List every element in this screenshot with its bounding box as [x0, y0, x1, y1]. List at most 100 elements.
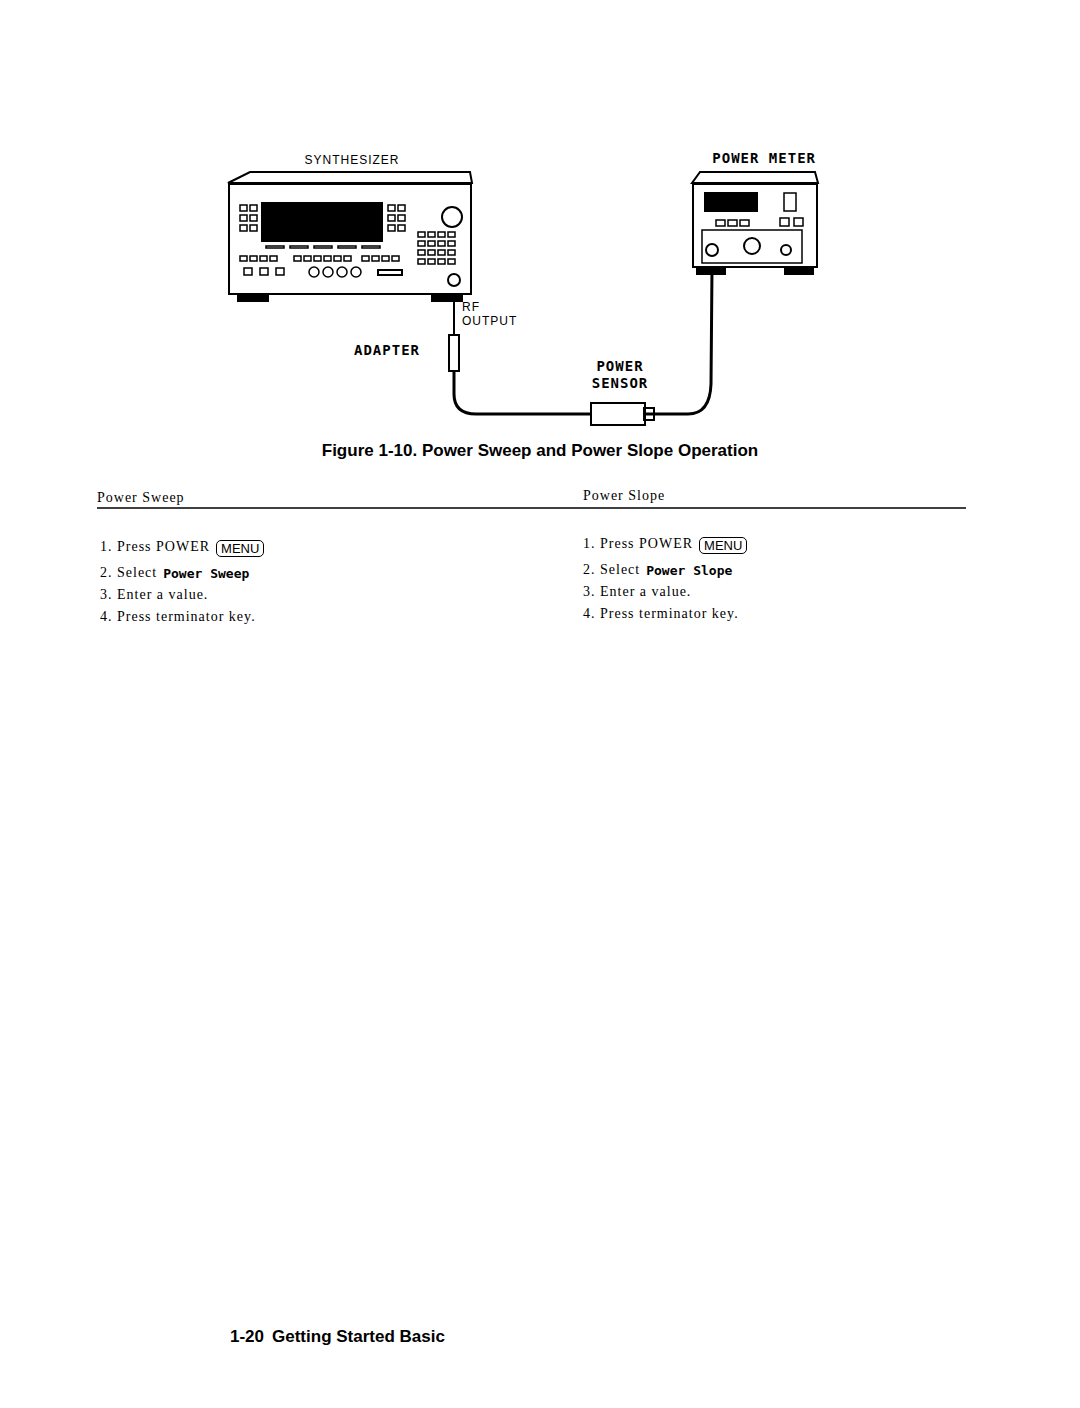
- part-label: ADAPTER: [354, 342, 420, 358]
- step-text: 1. Press POWER: [583, 536, 693, 552]
- panel-button: [448, 232, 455, 237]
- panel-button: [276, 268, 284, 275]
- panel-button: [716, 220, 725, 226]
- panel-button: [324, 256, 331, 261]
- panel-button: [398, 225, 405, 231]
- panel-button: [398, 215, 405, 221]
- panel-button: [438, 250, 445, 255]
- panel-button: [740, 220, 749, 226]
- panel-button: [270, 256, 277, 261]
- meter-foot: [785, 268, 813, 274]
- synth-knob: [442, 207, 462, 227]
- port-label: RF OUTPUT: [462, 300, 522, 328]
- panel-button: [260, 268, 268, 275]
- meter-panel: [702, 230, 802, 263]
- panel-button: [362, 246, 380, 248]
- panel-button: [351, 267, 361, 277]
- panel-button: [388, 225, 395, 231]
- meter-display: [705, 193, 757, 211]
- synthesizer-box: SYNTHESIZER: [228, 183, 472, 295]
- panel-button: [260, 256, 267, 261]
- panel-button: [362, 256, 369, 261]
- meter-connector: [781, 245, 791, 255]
- figure-caption: Figure 1-10. Power Sweep and Power Slope…: [0, 441, 1080, 461]
- panel-button: [448, 241, 455, 246]
- panel-button: [372, 256, 379, 261]
- column-heading: Power Slope: [583, 488, 665, 504]
- panel-button: [428, 250, 435, 255]
- panel-button: [794, 218, 803, 226]
- step-text: 1. Press POWER: [100, 539, 210, 555]
- softkey-name: Power Sweep: [163, 566, 249, 581]
- panel-button: [428, 232, 435, 237]
- column-heading: Power Sweep: [97, 490, 185, 506]
- rf-output-connector: [448, 274, 460, 286]
- synth-slot: [378, 270, 402, 275]
- step-text: 3. Enter a value.: [100, 587, 208, 603]
- panel-button: [398, 205, 405, 211]
- panel-button: [266, 246, 284, 248]
- panel-button: [448, 259, 455, 264]
- panel-button: [338, 246, 356, 248]
- adapter-part: ADAPTER: [448, 334, 460, 372]
- synth-top: [228, 172, 472, 183]
- rf-cable: [453, 295, 455, 334]
- panel-button: [428, 259, 435, 264]
- step-text: 3. Enter a value.: [583, 584, 691, 600]
- panel-button: [250, 225, 257, 231]
- synth-foot: [432, 295, 462, 301]
- panel-button: [294, 256, 301, 261]
- power-meter-box: POWER METER: [692, 183, 818, 268]
- panel-button: [250, 205, 257, 211]
- step-text: 2. Select: [583, 562, 640, 578]
- panel-button: [418, 259, 425, 264]
- panel-button: [388, 215, 395, 221]
- panel-button: [418, 241, 425, 246]
- meter-top: [692, 172, 818, 183]
- device-title: SYNTHESIZER: [304, 153, 399, 167]
- panel-button: [418, 250, 425, 255]
- panel-button: [314, 256, 321, 261]
- softkey-name: Power Slope: [646, 563, 732, 578]
- page-number: 1-20: [230, 1327, 264, 1347]
- rule-line: [97, 507, 966, 509]
- rf-cable: [646, 268, 712, 414]
- panel-button: [240, 256, 247, 261]
- panel-button: [344, 256, 351, 261]
- panel-button: [418, 232, 425, 237]
- step-text: 2. Select: [100, 565, 157, 581]
- panel-button: [250, 215, 257, 221]
- step-text: 4. Press terminator key.: [100, 609, 256, 625]
- panel-button: [240, 215, 247, 221]
- panel-button: [784, 193, 796, 211]
- panel-button: [314, 246, 332, 248]
- key-cap: MENU: [216, 540, 264, 557]
- synth-screen: [262, 203, 382, 241]
- panel-button: [309, 267, 319, 277]
- panel-button: [250, 256, 257, 261]
- synth-foot: [238, 295, 268, 301]
- meter-knob: [744, 238, 760, 254]
- panel-button: [334, 256, 341, 261]
- panel-button: [240, 205, 247, 211]
- panel-button: [438, 259, 445, 264]
- panel-button: [438, 232, 445, 237]
- panel-button: [392, 256, 399, 261]
- panel-button: [428, 241, 435, 246]
- meter-input: [706, 244, 718, 256]
- key-cap: MENU: [699, 537, 747, 554]
- footer-title: Getting Started Basic: [272, 1327, 445, 1347]
- device-title: POWER METER: [712, 150, 816, 166]
- panel-button: [240, 225, 247, 231]
- panel-button: [388, 205, 395, 211]
- panel-button: [728, 220, 737, 226]
- step-text: 4. Press terminator key.: [583, 606, 739, 622]
- panel-button: [244, 268, 252, 275]
- rf-cable: [454, 372, 590, 414]
- part-label: POWER SENSOR: [587, 358, 653, 392]
- panel-button: [438, 241, 445, 246]
- panel-button: [323, 267, 333, 277]
- panel-button: [382, 256, 389, 261]
